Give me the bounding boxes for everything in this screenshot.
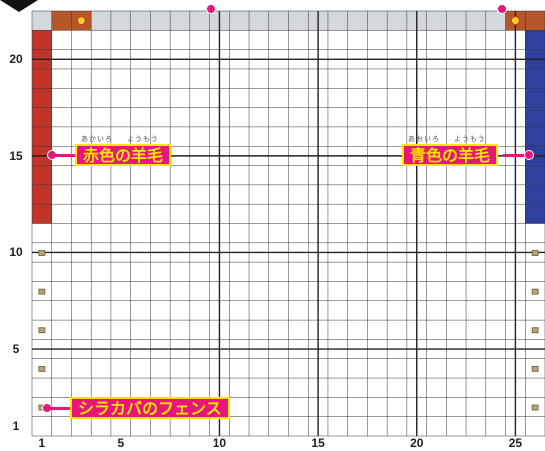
stone-block xyxy=(110,11,131,31)
x-tick-label: 5 xyxy=(117,436,125,450)
red-wool-block xyxy=(32,184,52,205)
stone-block xyxy=(347,11,368,31)
stone-block xyxy=(150,11,171,31)
red-wool-ruby-left: あかいろ xyxy=(81,136,113,143)
red-wool-ruby-right: ようもう xyxy=(127,136,159,143)
x-tick-label: 10 xyxy=(212,436,227,450)
y-tick-label: 10 xyxy=(9,245,23,260)
torch-icon xyxy=(76,16,86,26)
x-tick-label: 20 xyxy=(410,436,424,450)
stone-block xyxy=(189,11,210,31)
y-tick-label: 20 xyxy=(9,52,23,67)
red-wool-block xyxy=(32,30,52,50)
stone-block xyxy=(268,11,289,31)
y-tick-label: 15 xyxy=(9,148,23,163)
stone-block xyxy=(288,11,309,31)
red-wool-block xyxy=(32,126,52,147)
brick-block xyxy=(51,11,72,31)
stone-block xyxy=(249,11,269,31)
birch-fence-icon xyxy=(38,288,46,295)
grid-lines xyxy=(31,10,545,437)
stone-block xyxy=(387,11,407,31)
birch-fence-icon xyxy=(531,250,539,256)
stone-block xyxy=(327,11,348,31)
stone-block xyxy=(466,11,486,31)
top-pointer-dot-right xyxy=(497,4,507,14)
birch-fence-icon xyxy=(531,327,539,334)
red-wool-block xyxy=(32,88,52,108)
stone-block xyxy=(32,11,52,31)
birch-fence-icon xyxy=(531,404,539,411)
blue-wool-ruby-right: ようもう xyxy=(454,136,486,143)
x-tick-label: 15 xyxy=(311,436,325,450)
stone-block xyxy=(426,11,447,31)
birch-fence-icon xyxy=(38,365,46,372)
blue-wool-block xyxy=(525,88,545,108)
birch-fence-icon xyxy=(531,288,539,295)
blue-wool-block xyxy=(525,165,545,185)
blue-wool-label: あおいろ ようもう 青色の羊毛 xyxy=(402,136,499,166)
y-tick-label: 5 xyxy=(12,342,20,357)
blue-wool-block xyxy=(525,30,545,50)
red-wool-leader xyxy=(52,153,76,157)
stone-block xyxy=(130,11,151,31)
blue-wool-leader xyxy=(503,153,529,157)
y-tick-label: 1 xyxy=(12,419,20,434)
red-wool-block xyxy=(32,68,52,89)
x-tick-label: 25 xyxy=(508,436,523,450)
red-wool-block xyxy=(32,204,52,224)
blue-wool-block xyxy=(525,184,545,205)
torch-icon xyxy=(510,16,520,26)
blue-wool-block xyxy=(525,107,545,127)
blue-wool-text: 青色の羊毛 xyxy=(410,148,491,165)
birch-fence-icon xyxy=(38,327,46,334)
stone-block xyxy=(229,11,250,31)
red-wool-block xyxy=(32,165,52,185)
red-wool-label: あかいろ ようもう 赤色の羊毛 xyxy=(75,136,172,166)
blue-wool-ruby-left: あおいろ xyxy=(408,136,440,143)
birch-fence-label: シラカバのフェンス xyxy=(70,397,230,419)
blue-wool-block xyxy=(525,68,545,89)
x-tick-label: 1 xyxy=(38,436,46,450)
top-pointer-dot xyxy=(206,4,216,14)
corner-marker-icon xyxy=(0,0,38,12)
brick-block xyxy=(525,11,545,31)
block-fills xyxy=(32,11,545,224)
stone-block xyxy=(91,11,111,31)
stone-block xyxy=(170,11,190,31)
red-wool-text: 赤色の羊毛 xyxy=(83,148,164,165)
blue-wool-block xyxy=(525,126,545,147)
stone-block xyxy=(446,11,467,31)
red-wool-block xyxy=(32,107,52,127)
birch-fence-icon xyxy=(531,365,539,372)
stone-block xyxy=(485,11,506,31)
birch-fence-text: シラカバのフェンス xyxy=(78,401,222,418)
blue-wool-block xyxy=(525,204,545,224)
blue-wool-pointer-dot xyxy=(524,150,534,160)
block-icons xyxy=(38,16,539,411)
birch-fence-icon xyxy=(38,250,46,256)
fence-leader xyxy=(47,406,71,410)
stone-block xyxy=(367,11,388,31)
